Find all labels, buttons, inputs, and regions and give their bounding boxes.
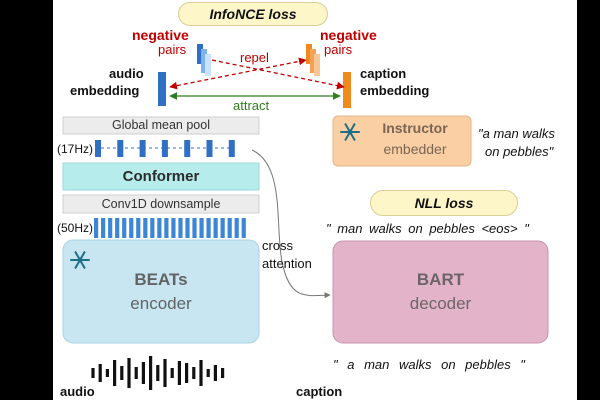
token-50hz-bar bbox=[115, 218, 120, 238]
beats-subtitle: encoder bbox=[130, 294, 192, 313]
token-50hz-bar bbox=[178, 218, 183, 238]
conformer-label: Conformer bbox=[122, 168, 200, 185]
instructor-embedder-box bbox=[332, 115, 472, 167]
token-50hz-bar bbox=[234, 218, 239, 238]
attract-label: attract bbox=[233, 98, 270, 113]
token-50hz-bar bbox=[129, 218, 134, 238]
frozen-snowflake-icon bbox=[340, 123, 360, 141]
instructor-subtitle: embedder bbox=[383, 141, 447, 157]
token-17hz-bar bbox=[206, 140, 213, 157]
instructor-title: Instructor bbox=[382, 120, 448, 136]
audio-embedding-label-line1: audio bbox=[109, 66, 144, 81]
token-50hz-bar bbox=[164, 218, 169, 238]
token-17hz-bar bbox=[139, 140, 146, 157]
repel-arrow bbox=[169, 57, 307, 90]
audio-waveform-icon bbox=[91, 356, 225, 390]
caption-embedding-label-line2: embedding bbox=[360, 83, 430, 98]
negative-pairs-left-line1: negative bbox=[132, 27, 189, 43]
negative-pairs-right-line2: pairs bbox=[324, 42, 353, 57]
beats-title: BEATs bbox=[134, 270, 188, 289]
token-17hz-bar bbox=[184, 140, 191, 157]
token-50hz-bar bbox=[150, 218, 155, 238]
token-50hz-bar bbox=[220, 218, 225, 238]
negative-pair-bar bbox=[197, 44, 203, 64]
conv1d-downsample-label: Conv1D downsample bbox=[101, 197, 221, 211]
caption-input-label: caption bbox=[296, 384, 343, 399]
token-50hz-bar bbox=[94, 218, 99, 238]
cross-attention-label-line1: cross bbox=[262, 238, 294, 253]
global-mean-pool-box bbox=[62, 116, 260, 135]
token-50hz-bar bbox=[143, 218, 148, 238]
token-50hz-bar bbox=[206, 218, 211, 238]
bart-subtitle: decoder bbox=[409, 294, 472, 313]
negative-pairs-left-line2: pairs bbox=[158, 42, 187, 57]
negative-pair-bar bbox=[205, 54, 211, 76]
negative-pair-bar bbox=[310, 49, 316, 73]
input-sequence: " a man walks on pebbles " bbox=[333, 357, 525, 372]
conv1d-downsample-box bbox=[62, 194, 260, 214]
token-50hz-bar bbox=[227, 218, 232, 238]
tokens-50hz bbox=[94, 218, 246, 238]
beats-label: BEATs encoder bbox=[63, 270, 259, 314]
token-50hz-bar bbox=[157, 218, 162, 238]
rate-17hz-label: (17Hz) bbox=[57, 142, 94, 156]
frozen-snowflake-icon bbox=[70, 251, 90, 269]
target-sequence: " man walks on pebbles <eos> " bbox=[326, 221, 529, 236]
token-50hz-bar bbox=[122, 218, 127, 238]
instructor-label: Instructor embedder bbox=[362, 120, 468, 157]
token-50hz-bar bbox=[136, 218, 141, 238]
bart-label: BART decoder bbox=[333, 270, 548, 314]
right-margin bbox=[577, 0, 600, 400]
token-50hz-bar bbox=[108, 218, 113, 238]
repel-label: repel bbox=[240, 50, 269, 65]
token-50hz-bar bbox=[101, 218, 106, 238]
global-mean-pool-label: Global mean pool bbox=[112, 118, 210, 132]
token-50hz-bar bbox=[171, 218, 176, 238]
token-50hz-bar bbox=[241, 218, 246, 238]
repel-arrow bbox=[211, 59, 345, 90]
bart-decoder-box bbox=[332, 240, 549, 344]
audio-input-label: audio bbox=[60, 384, 95, 399]
audio-embedding-bar bbox=[158, 72, 166, 106]
token-17hz-bar bbox=[161, 140, 168, 157]
negative-pairs-right-line1: negative bbox=[320, 27, 377, 43]
caption-embedding-label-line1: caption bbox=[360, 66, 407, 81]
bart-title: BART bbox=[416, 270, 465, 289]
audio-embedding-label-line2: embedding bbox=[70, 83, 140, 98]
beats-encoder-box bbox=[62, 239, 260, 344]
token-50hz-bar bbox=[185, 218, 190, 238]
infonce-loss-label: InfoNCE loss bbox=[178, 2, 328, 26]
conformer-box bbox=[62, 162, 260, 191]
negative-pair-bar bbox=[314, 54, 320, 76]
rate-50hz-label: (50Hz) bbox=[57, 221, 94, 235]
token-50hz-bar bbox=[199, 218, 204, 238]
token-50hz-bar bbox=[213, 218, 218, 238]
token-17hz-bar bbox=[95, 140, 101, 157]
caption-embedding-bar bbox=[343, 72, 351, 108]
instructor-caption-line2: on pebbles" bbox=[485, 144, 554, 159]
cross-attention-arrow bbox=[251, 149, 331, 299]
tokens-17hz bbox=[95, 140, 235, 157]
cross-attention-label-line2: attention bbox=[262, 256, 312, 271]
token-50hz-bar bbox=[192, 218, 197, 238]
negative-pair-bar bbox=[306, 44, 312, 64]
token-17hz-bar bbox=[228, 140, 235, 157]
nll-loss-label: NLL loss bbox=[370, 190, 518, 216]
token-17hz-bar bbox=[117, 140, 124, 157]
instructor-caption-line1: "a man walks bbox=[478, 126, 555, 141]
left-margin bbox=[0, 0, 53, 400]
